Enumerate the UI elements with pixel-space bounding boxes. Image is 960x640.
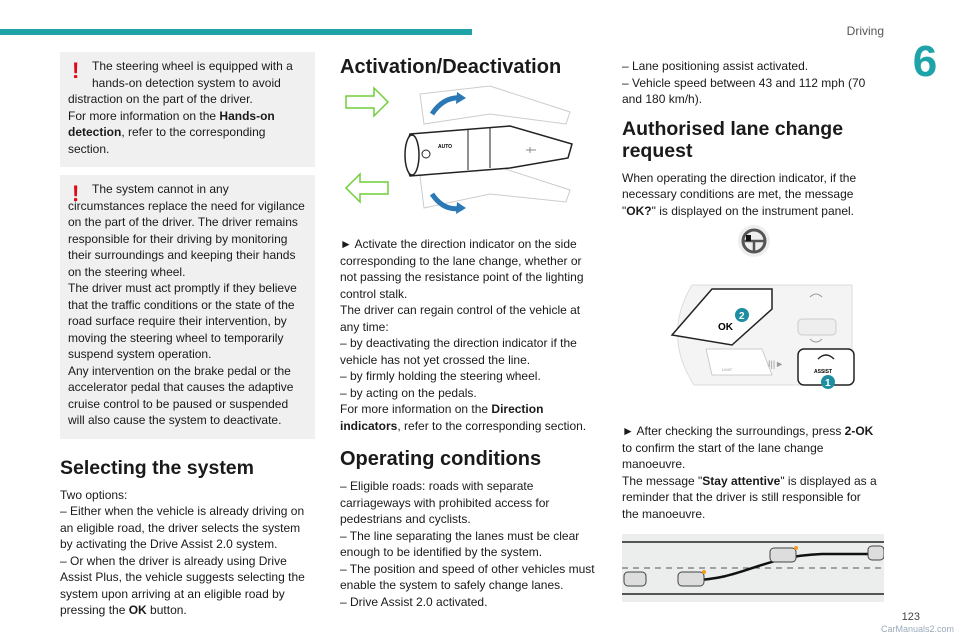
- condition-item: – The position and speed of other vehicl…: [340, 561, 595, 593]
- body-text: – Or when the driver is already using Dr…: [60, 553, 305, 618]
- heading-operating-conditions: Operating conditions: [340, 448, 542, 470]
- section-label: Driving: [846, 24, 884, 38]
- ok-button[interactable]: [670, 288, 773, 346]
- svg-text:ASSIST: ASSIST: [814, 369, 832, 375]
- column-right: – Lane positioning assist activated. – V…: [622, 58, 884, 602]
- lane-change-illustration: [622, 534, 884, 602]
- car-icon: [677, 571, 705, 587]
- warning-exclamation-icon: !: [72, 58, 80, 83]
- body-text: – by deactivating the direction indicato…: [340, 336, 577, 367]
- svg-text:1: 1: [825, 378, 831, 389]
- lighting-stalk: [405, 125, 573, 177]
- callout-1: [821, 375, 835, 389]
- body-text: When operating the direction indicator, …: [622, 170, 857, 218]
- warning-text-cont: distraction on the part of the driver.Fo…: [68, 92, 275, 156]
- watermark: CarManuals2.com: [880, 624, 954, 634]
- trajectory-line: [691, 552, 874, 582]
- warning-box-vigilance: ! The system cannot in any circumstances…: [60, 175, 315, 439]
- svg-text:LIMIT: LIMIT: [722, 367, 733, 372]
- body-text: For more information on the Direction in…: [340, 402, 587, 433]
- body-text: – by firmly holding the steering wheel.: [340, 369, 541, 383]
- stalk-illustration: AUTO: [344, 85, 573, 214]
- svg-text:I||►: I||►: [768, 359, 784, 369]
- body-text: – Lane positioning assist activated.: [622, 59, 809, 73]
- body-text: The message "Stay attentive" is displaye…: [622, 473, 877, 521]
- chapter-number: 6: [912, 37, 938, 86]
- car-icon: [769, 547, 797, 563]
- warning-text: The system cannot in any circumstances r…: [68, 182, 305, 279]
- car-icon: [867, 545, 884, 561]
- body-text: – Either when the vehicle is already dri…: [60, 504, 305, 551]
- steering-controls-illustration: OK 2 LIMIT I||► ASSIST 1: [670, 225, 855, 389]
- body-text: The driver can regain control of the veh…: [340, 303, 581, 334]
- column-middle: Activation/Deactivation AUTO ► Activate …: [340, 52, 595, 610]
- body-text: ► After checking the surroundings, press…: [622, 424, 874, 471]
- warning-exclamation-icon: !: [72, 181, 80, 206]
- heading-activation: Activation/Deactivation: [340, 56, 562, 78]
- header-accent-bar: [0, 29, 472, 35]
- warning-text: The driver must act promptly if they bel…: [68, 281, 297, 361]
- svg-text:2: 2: [739, 311, 745, 322]
- svg-text:OK: OK: [718, 322, 734, 333]
- heading-lane-change-request: Authorised lane change request: [622, 117, 844, 162]
- body-text: ► Activate the direction indicator on th…: [340, 237, 584, 301]
- condition-item: – Drive Assist 2.0 activated.: [340, 594, 488, 609]
- body-text: – by acting on the pedals.: [340, 385, 477, 400]
- condition-item: – Eligible roads: roads with separate ca…: [340, 479, 550, 526]
- svg-text:AUTO: AUTO: [438, 144, 452, 150]
- body-text: – Vehicle speed between 43 and 112 mph (…: [622, 75, 866, 107]
- page-number: 123: [901, 611, 920, 623]
- warning-text: Any intervention on the brake pedal or t…: [68, 363, 294, 428]
- arrow-right-up-icon: [345, 86, 390, 118]
- body-text: Two options:: [60, 487, 128, 502]
- condition-item: – The line separating the lanes must be …: [340, 528, 580, 560]
- heading-selecting-system: Selecting the system: [60, 456, 254, 479]
- car-icon: [623, 571, 647, 587]
- callout-2: [735, 308, 749, 322]
- arrow-left-down-icon: [344, 172, 389, 204]
